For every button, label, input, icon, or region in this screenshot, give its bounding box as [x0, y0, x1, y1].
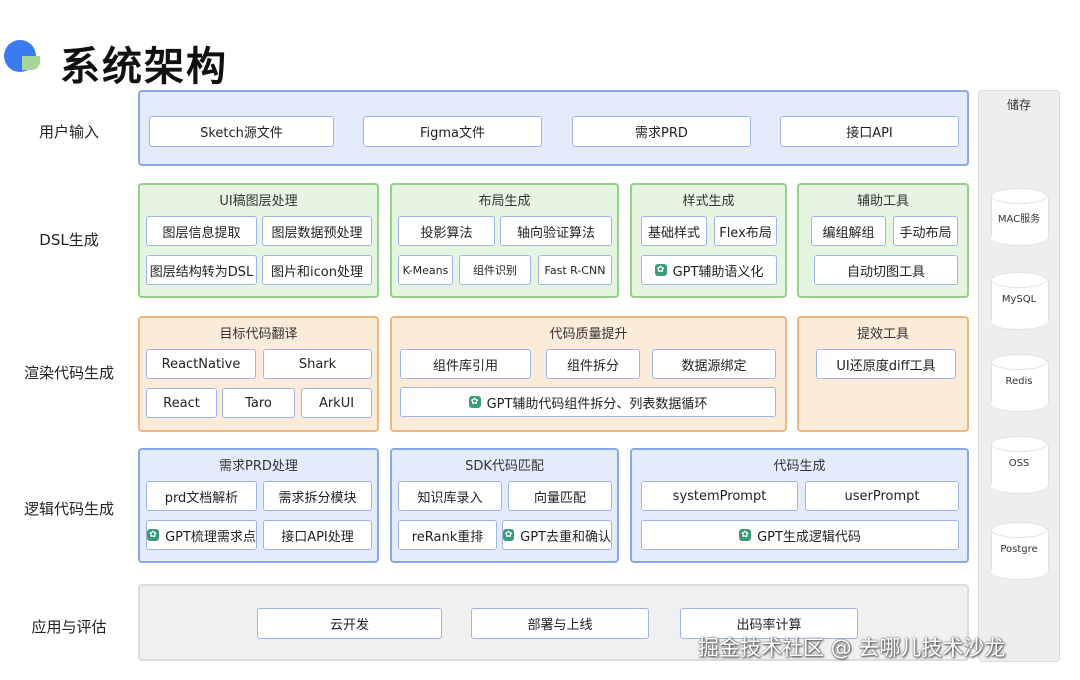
target-shark: Shark — [263, 349, 372, 379]
input-figma: Figma文件 — [363, 116, 542, 147]
dsl-style-title: 样式生成 — [682, 194, 735, 209]
input-sketch: Sketch源文件 — [149, 116, 334, 147]
openai-logo-icon: ✿ — [468, 396, 481, 408]
watermark: 掘金技术社区 @ 去哪儿技术沙龙 — [698, 636, 1006, 660]
database-cylinder-icon: Redis — [991, 354, 1049, 412]
input-api: 接口API — [780, 116, 959, 147]
layout-kmeans: K-Means — [398, 255, 453, 285]
layout-projection-algo: 投影算法 — [398, 216, 495, 246]
layout-axis-verify-algo: 轴向验证算法 — [500, 216, 612, 246]
database-cylinder-icon: MySQL — [991, 272, 1049, 330]
openai-logo-icon: ✿ — [739, 529, 752, 541]
target-arkui: ArkUI — [301, 388, 372, 418]
quality-component-lib: 组件库引用 — [400, 349, 531, 379]
style-basic: 基础样式 — [641, 216, 707, 246]
layout-component-recognition: 组件识别 — [459, 255, 531, 285]
sdk-vector-match: 向量匹配 — [508, 481, 612, 511]
prd-requirement-split: 需求拆分模块 — [263, 481, 372, 511]
aux-auto-slice-tool: 自动切图工具 — [814, 255, 958, 285]
app-deploy: 部署与上线 — [471, 608, 649, 639]
input-prd: 需求PRD — [572, 116, 751, 147]
style-flex-layout: Flex布局 — [714, 216, 777, 246]
target-react: React — [146, 388, 217, 418]
render-quality-title: 代码质量提升 — [549, 327, 628, 342]
aux-manual-layout: 手动布局 — [893, 216, 958, 246]
openai-logo-icon: ✿ — [654, 264, 667, 276]
storage-redis-label: Redis — [1005, 376, 1033, 387]
storage-postgre-label: Postgre — [1000, 544, 1038, 555]
storage-mac-label: MAC服务 — [997, 214, 1041, 225]
ui-layer-preprocess: 图层数据预处理 — [262, 216, 372, 246]
ui-layer-to-dsl: 图层结构转为DSL — [146, 255, 257, 285]
row-label-logic: 逻辑代码生成 — [23, 500, 114, 518]
logic-sdk-title: SDK代码匹配 — [465, 459, 544, 474]
openai-logo-icon: ✿ — [503, 529, 515, 541]
quality-gpt-assist: ✿ GPT辅助代码组件拆分、列表数据循环 — [400, 387, 776, 417]
storage-title: 储存 — [1006, 98, 1031, 112]
dsl-aux-title: 辅助工具 — [856, 194, 909, 209]
codegen-system-prompt: systemPrompt — [641, 481, 798, 511]
target-react-native: ReactNative — [146, 349, 256, 379]
row-label-app: 应用与评估 — [31, 618, 107, 636]
title-bullet-accent — [22, 56, 40, 70]
sdk-gpt-dedup: ✿ GPT去重和确认 — [502, 520, 612, 550]
database-cylinder-icon: MAC服务 — [991, 188, 1049, 246]
sdk-rerank: reRank重排 — [398, 520, 497, 550]
dsl-ui-layer-title: UI稿图层处理 — [219, 194, 298, 209]
style-gpt-semantic-label: GPT辅助语义化 — [672, 264, 764, 280]
sdk-gpt-dedup-label: GPT去重和确认 — [520, 529, 611, 545]
render-efficiency-title: 提效工具 — [856, 327, 909, 342]
ui-layer-info-extract: 图层信息提取 — [146, 216, 257, 246]
database-cylinder-icon: Postgre — [991, 522, 1049, 580]
storage-oss-label: OSS — [1008, 458, 1030, 469]
openai-logo-icon: ✿ — [147, 529, 160, 541]
logic-codegen-title: 代码生成 — [773, 459, 826, 474]
row-label-dsl: DSL生成 — [39, 231, 99, 249]
prd-doc-parse: prd文档解析 — [146, 481, 257, 511]
quality-datasource-binding: 数据源绑定 — [652, 349, 776, 379]
sdk-knowledge-entry: 知识库录入 — [398, 481, 502, 511]
quality-component-split: 组件拆分 — [546, 349, 640, 379]
quality-gpt-assist-label: GPT辅助代码组件拆分、列表数据循环 — [486, 396, 708, 412]
aux-group-ungroup: 编组解组 — [811, 216, 886, 246]
codegen-gpt-logic: ✿ GPT生成逻辑代码 — [641, 520, 959, 550]
row-label-user-input: 用户输入 — [38, 123, 99, 141]
render-target-title: 目标代码翻译 — [219, 327, 298, 342]
layout-fast-rcnn: Fast R-CNN — [538, 255, 612, 285]
logic-prd-title: 需求PRD处理 — [219, 459, 298, 474]
codegen-user-prompt: userPrompt — [805, 481, 959, 511]
app-code-rate: 出码率计算 — [680, 608, 858, 639]
efficiency-ui-diff-tool: UI还原度diff工具 — [816, 349, 956, 379]
app-cloud-dev: 云开发 — [257, 608, 442, 639]
prd-gpt-points: ✿ GPT梳理需求点 — [146, 520, 257, 550]
style-gpt-semantic: ✿ GPT辅助语义化 — [641, 255, 777, 285]
storage-mysql-label: MySQL — [1001, 294, 1037, 305]
prd-gpt-points-label: GPT梳理需求点 — [165, 529, 256, 545]
row-label-render: 渲染代码生成 — [23, 364, 114, 382]
ui-layer-image-icon: 图片和icon处理 — [262, 255, 372, 285]
database-cylinder-icon: OSS — [991, 436, 1049, 494]
prd-api-handling: 接口API处理 — [263, 520, 372, 550]
codegen-gpt-logic-label: GPT生成逻辑代码 — [757, 529, 861, 545]
page-title: 系统架构 — [60, 44, 228, 90]
dsl-layout-title: 布局生成 — [478, 194, 531, 209]
target-taro: Taro — [222, 388, 295, 418]
